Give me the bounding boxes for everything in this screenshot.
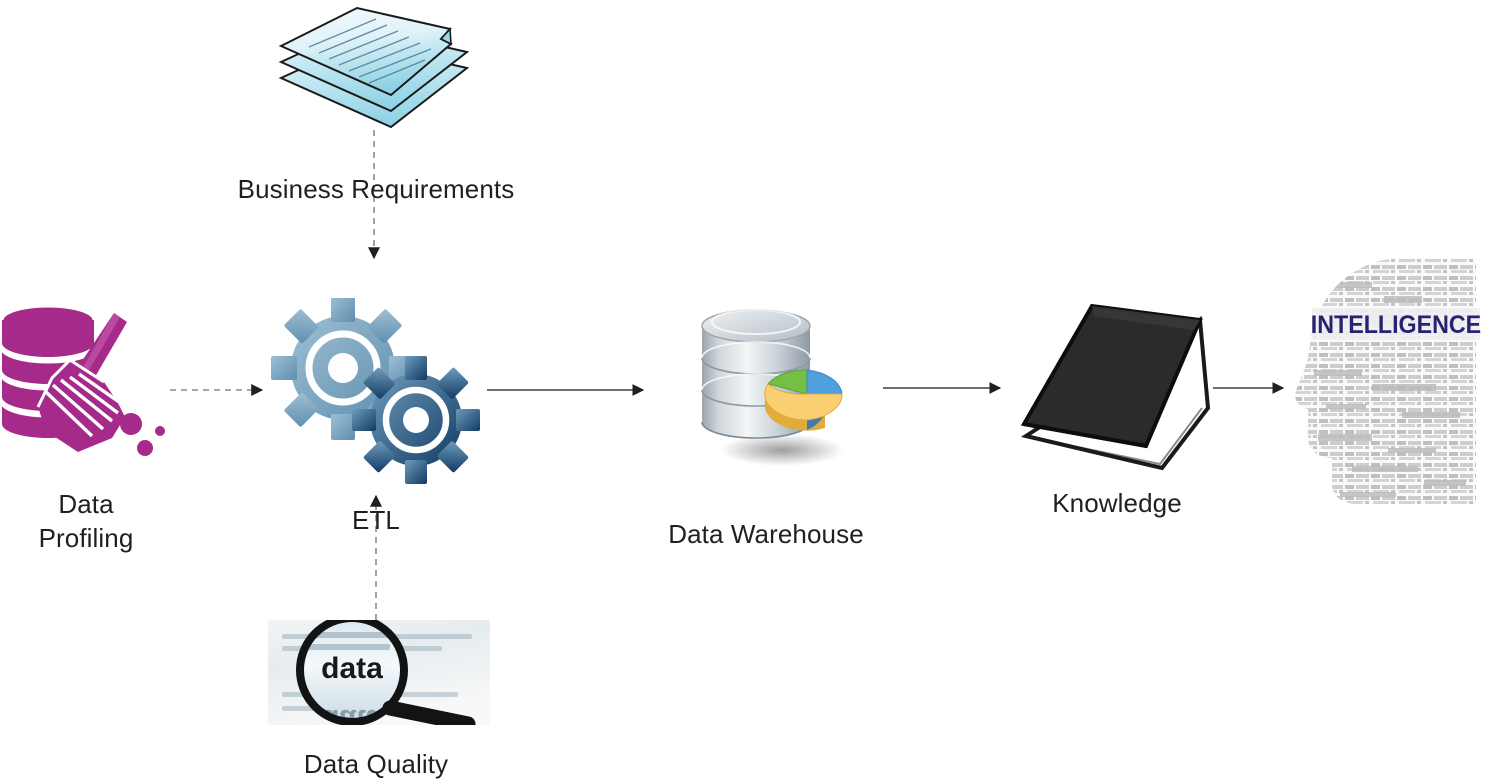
document-text-lines [308, 18, 432, 84]
head-silhouette [1295, 258, 1477, 504]
node-data-warehouse[interactable] [690, 298, 865, 473]
broom-bristles [44, 372, 123, 438]
database-piechart-icon [701, 309, 844, 466]
label-data-quality: Data Quality [303, 749, 449, 779]
magnifier-rim [296, 620, 408, 725]
black-book-icon [1020, 303, 1211, 471]
svg-text:data: data [321, 652, 383, 685]
intelligence-banner: INTELLIGENCE [1311, 308, 1481, 340]
word-cloud-head-icon: INTELLIGENCE [1295, 258, 1481, 504]
gear-lower-right [352, 356, 480, 484]
node-knowledge[interactable] [1014, 286, 1216, 472]
label-data-warehouse: Data Warehouse [668, 519, 864, 549]
label-knowledge: Knowledge [1052, 488, 1182, 518]
broom-icon [36, 313, 127, 452]
stacked-documents-icon [278, 6, 470, 129]
node-intelligence[interactable]: INTELLIGENCE [1292, 252, 1500, 508]
magnifier-handle [382, 700, 476, 725]
drop-shadow [720, 434, 844, 466]
intelligence-text: INTELLIGENCE [1311, 311, 1481, 339]
node-data-quality[interactable]: data data [268, 620, 490, 725]
gear-upper-left [271, 298, 415, 440]
node-business-requirements[interactable] [275, 2, 475, 137]
label-data-profiling: Data Profiling [38, 489, 134, 553]
node-etl[interactable] [268, 298, 483, 490]
dust-specks [120, 413, 165, 456]
document-sheet-top [278, 6, 453, 97]
label-etl: ETL [352, 505, 400, 535]
database-broom-icon [0, 304, 165, 456]
gears-icon [271, 298, 480, 484]
book-spine [1023, 422, 1147, 448]
pie-chart-overlay [764, 369, 843, 431]
magnifier-data-icon: data data [268, 620, 490, 725]
node-data-profiling[interactable] [0, 300, 175, 465]
label-business-requirements: Business Requirements [237, 174, 515, 204]
